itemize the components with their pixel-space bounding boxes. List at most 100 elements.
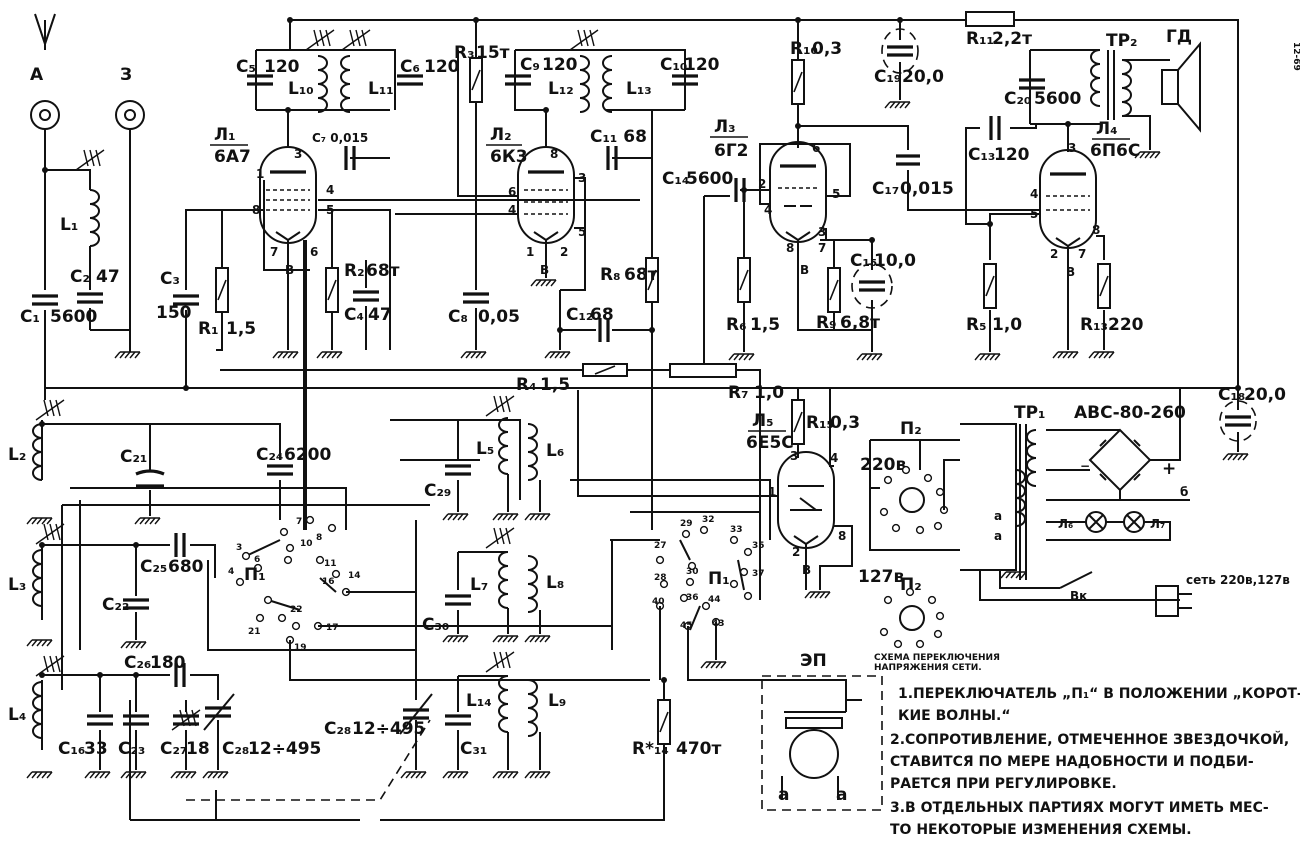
note-line: 3.В ОТДЕЛЬНЫХ ПАРТИЯХ МОГУТ ИМЕТЬ МЕС- [890, 800, 1269, 816]
ground-icon [1222, 453, 1249, 461]
c18-value: 20,0 [1244, 385, 1286, 405]
capacitor-c9 [503, 74, 533, 86]
l14-label: L₁₄ [466, 691, 492, 711]
tuning-mark-icon [341, 29, 371, 51]
r14-label: R*₁₄ [632, 739, 669, 759]
capacitor-c8 [461, 292, 491, 304]
mains-caption-2: НАПРЯЖЕНИЯ СЕТИ. [874, 663, 982, 673]
contact-label: 17 [326, 623, 339, 633]
speaker-label: ГД [1166, 27, 1192, 47]
pickup-a: а [778, 785, 789, 805]
c14-label: C₁₄ [662, 169, 689, 189]
capacitor-c31 [443, 714, 473, 726]
l9-label: L₉ [548, 691, 566, 711]
c21-label: C₂₁ [120, 447, 147, 467]
tube-l3-ref: Л₃ [714, 117, 736, 137]
switch-p1-right[interactable] [655, 525, 753, 631]
r8-label: R₈ [600, 265, 621, 285]
tube-l5-6e5s [777, 451, 835, 549]
pin-label: 3 [1068, 141, 1076, 155]
contact-label: 44 [708, 595, 721, 605]
l7-label: L₇ [470, 575, 488, 595]
r5-value: 1,0 [992, 315, 1022, 335]
tr1-pin: а [994, 529, 1002, 543]
pin-label: 8 [1092, 223, 1100, 237]
c3-value: 150 [156, 303, 192, 323]
pin-label: 4 [764, 203, 772, 217]
pickup-box [761, 675, 883, 811]
ground-icon [84, 771, 111, 779]
pin-label: 3 [294, 147, 302, 161]
contact-label: 8 [316, 533, 322, 543]
r3-value: 15т [476, 43, 510, 63]
ground-icon [442, 771, 469, 779]
inductor-l3 [31, 549, 43, 607]
contact-label: 10 [300, 539, 313, 549]
tube-l5-type: 6Е5С [746, 433, 794, 453]
contact-label: 45 [680, 621, 693, 631]
v127-label: 127в [858, 567, 904, 587]
v220-label: 220в [860, 455, 906, 475]
c22-label: C₂₂ [102, 595, 129, 615]
resistor-r13 [1097, 263, 1111, 309]
c3-label: C₃ [160, 269, 180, 289]
r15-label: R₁₅ [806, 413, 834, 433]
c2-value: 47 [96, 267, 120, 287]
r10-value: 0,3 [812, 39, 842, 59]
contact-label: 40 [652, 597, 665, 607]
junction-dots [39, 17, 1241, 683]
ground-icon [400, 771, 427, 779]
ground-icon [492, 771, 519, 779]
c8-label: C₈ [448, 307, 468, 327]
note-line: 2.СОПРОТИВЛЕНИЕ, ОТМЕЧЕННОЕ ЗВЕЗДОЧКОЙ, [890, 731, 1289, 748]
switch-p2-220[interactable] [879, 465, 949, 535]
tube-l4-type: 6П6С [1090, 141, 1140, 161]
l8-label: L₈ [546, 573, 564, 593]
pin-label: 1 [768, 485, 776, 499]
c1-value: 5600 [50, 307, 97, 327]
lamp-l6 [1085, 511, 1107, 533]
tuning-mark-icon [485, 527, 515, 549]
ground-icon [544, 351, 571, 359]
c28a-value: 12÷495 [248, 739, 321, 759]
r6-value: 1,5 [750, 315, 780, 335]
c6-value: 120 [424, 57, 460, 77]
capacitor-c25 [174, 531, 186, 559]
c14-value: 5600 [686, 169, 733, 189]
ground-icon [460, 351, 487, 359]
r1-value: 1,5 [226, 319, 256, 339]
ground-icon [884, 101, 911, 109]
switch-p1-left[interactable] [235, 515, 351, 645]
c12-label: C₁₂ [566, 305, 593, 325]
ground-socket [115, 100, 145, 130]
ground-icon [26, 639, 53, 647]
contact-label: 22 [290, 605, 303, 615]
c8-value: 0,05 [478, 307, 520, 327]
tube-l2-6k3 [517, 146, 575, 244]
pin-label: 2 [1050, 247, 1058, 261]
tube-l2-ref: Л₂ [490, 125, 512, 145]
contact-label: 35 [752, 541, 765, 551]
resistor-r2 [325, 267, 339, 313]
ground-icon [120, 641, 147, 649]
ground-icon [1088, 351, 1115, 359]
pin-label: 1 [526, 245, 534, 259]
note-line: 1.ПЕРЕКЛЮЧАТЕЛЬ „П₁“ В ПОЛОЖЕНИИ „КОРОТ- [898, 686, 1300, 702]
pin-label: 7 [818, 241, 826, 255]
r2-label: R₂ [344, 261, 365, 281]
c19-value: 20,0 [902, 67, 944, 87]
tube-l1-ref: Л₁ [214, 125, 236, 145]
switch-p2-127[interactable] [879, 587, 945, 649]
ground-icon [804, 591, 831, 599]
ground-icon [316, 351, 343, 359]
capacitor-c5 [245, 74, 275, 86]
c15-value: 10,0 [874, 251, 916, 271]
capacitor-c2 [75, 292, 105, 304]
c28b-label: C₂₈ [324, 719, 351, 739]
inductor-l8 [527, 555, 539, 613]
ground-icon [524, 635, 551, 643]
l12-label: L₁₂ [548, 79, 574, 99]
pin-label: 4 [830, 451, 838, 465]
pickup-a2: а [836, 785, 847, 805]
pin-label: 5 [832, 187, 840, 201]
